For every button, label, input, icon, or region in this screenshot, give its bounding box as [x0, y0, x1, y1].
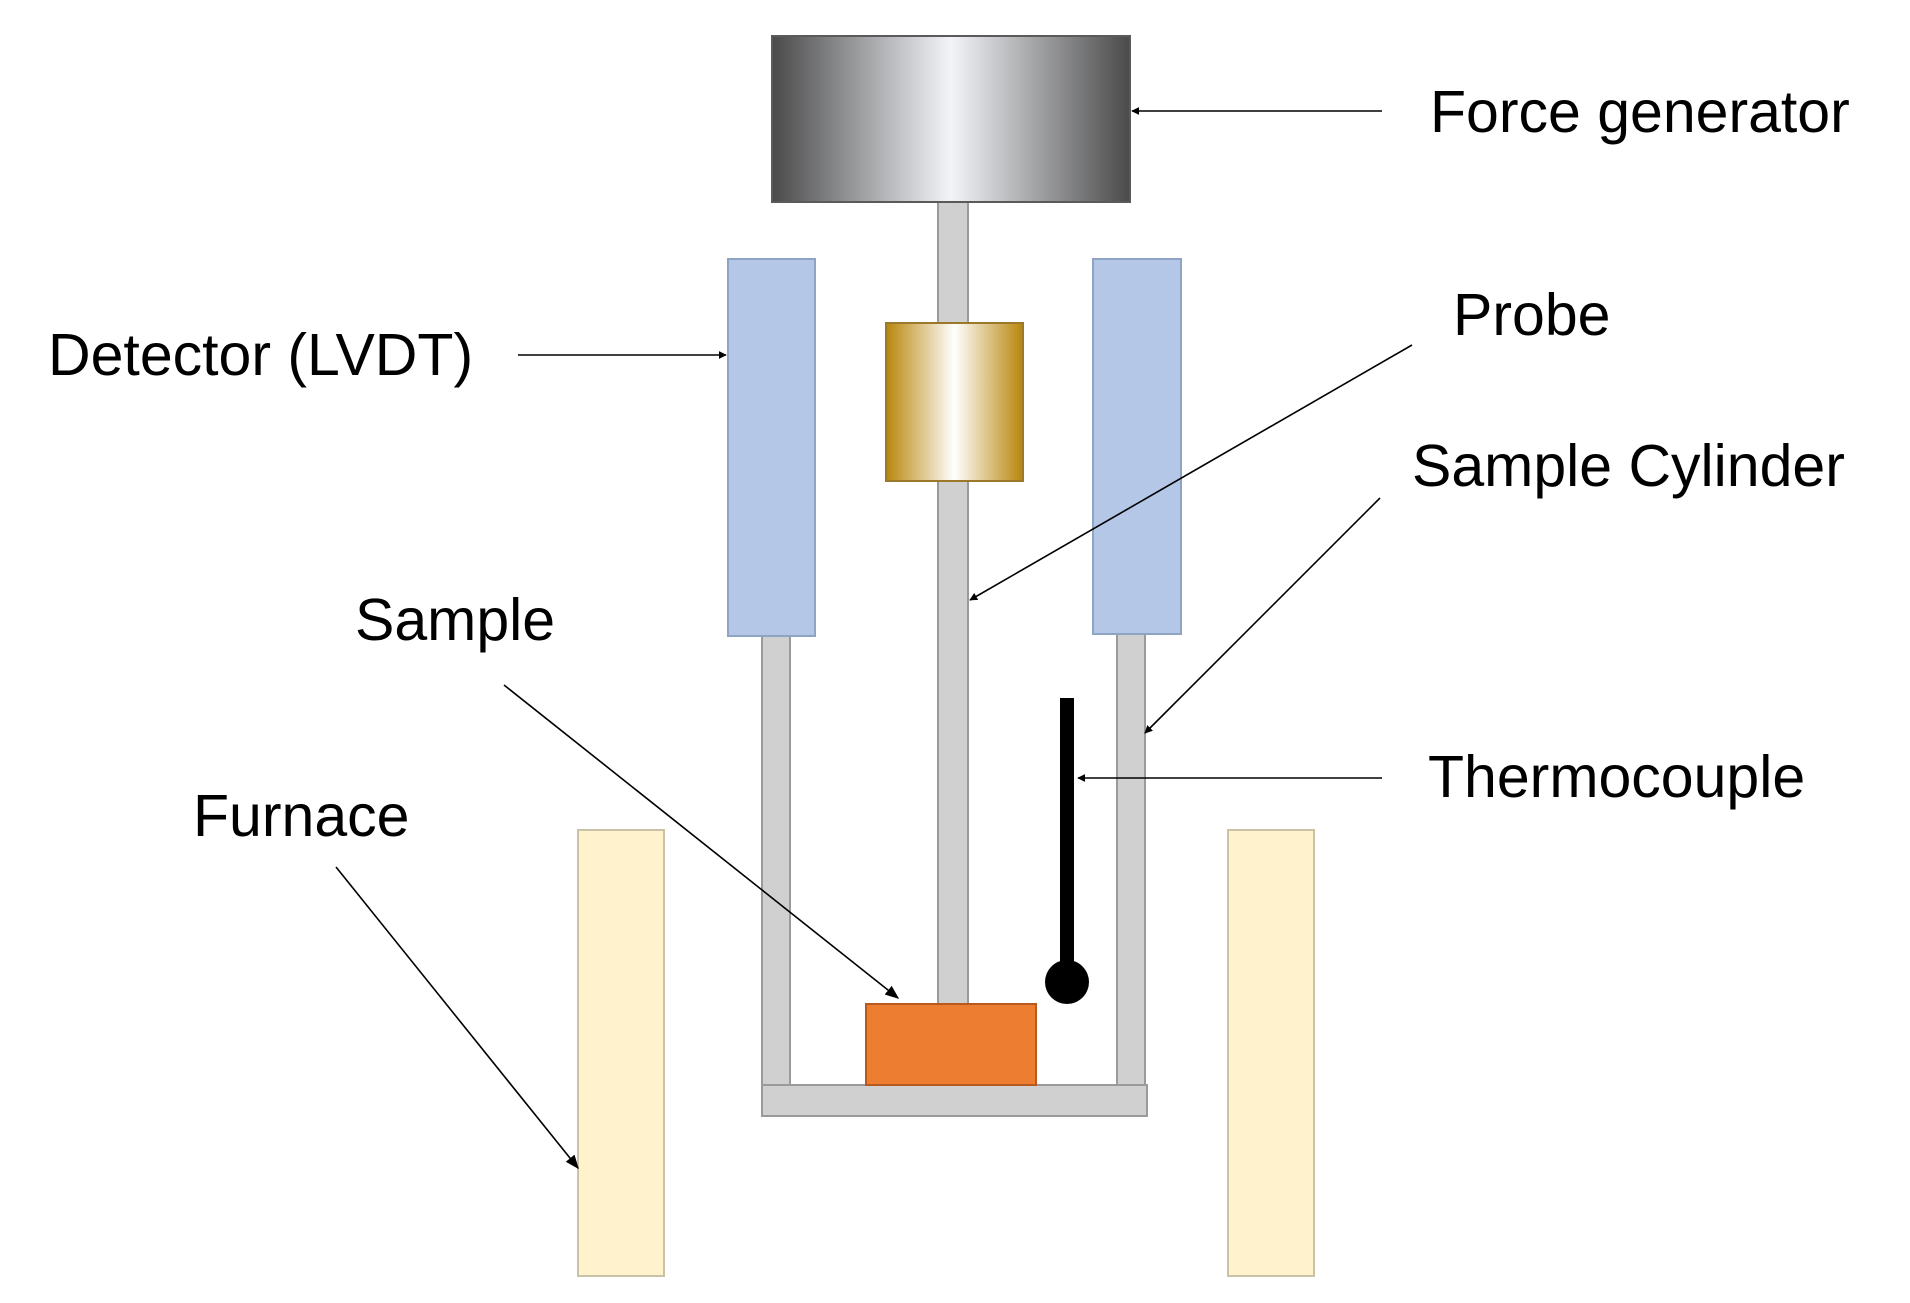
- furnace-label: Furnace: [193, 783, 409, 849]
- furnace-right-wall: [1227, 829, 1315, 1277]
- sample-cylinder-left-wall: [761, 633, 791, 1090]
- thermocouple-wire: [1060, 698, 1074, 978]
- probe-label: Probe: [1453, 282, 1610, 348]
- sample-cylinder-right-wall: [1116, 633, 1146, 1090]
- sample-cylinder-leader: [1144, 497, 1381, 734]
- probe-leader: [969, 344, 1413, 601]
- force-generator: [771, 35, 1131, 203]
- thermocouple-bulb: [1045, 960, 1089, 1004]
- detector-right-coil: [1092, 258, 1182, 635]
- sample-leader: [503, 684, 900, 999]
- sample-block: [865, 1003, 1037, 1086]
- sample-cylinder-base: [761, 1084, 1148, 1117]
- thermocouple-label: Thermocouple: [1428, 744, 1805, 810]
- furnace-left-wall: [577, 829, 665, 1277]
- force-generator-label: Force generator: [1430, 79, 1850, 145]
- sample-label: Sample: [355, 587, 555, 653]
- probe-rod: [937, 199, 969, 1007]
- detector-label: Detector (LVDT): [48, 322, 473, 388]
- sample-cylinder-label: Sample Cylinder: [1412, 433, 1845, 499]
- detector-left-coil: [727, 258, 816, 637]
- furnace-leader: [335, 866, 579, 1170]
- lvdt-core: [885, 322, 1024, 482]
